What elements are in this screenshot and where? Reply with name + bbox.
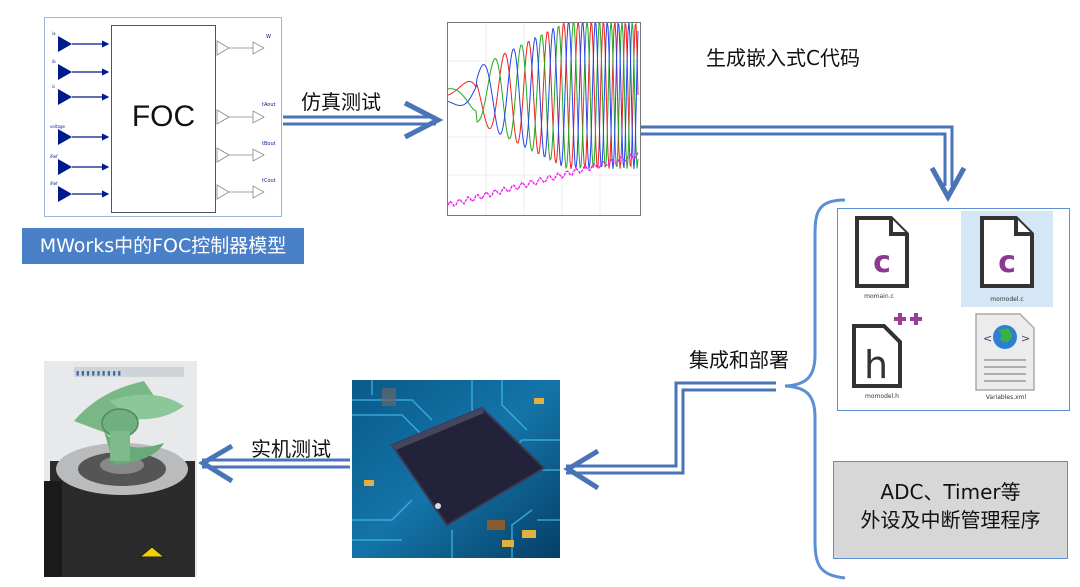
peripheral-line-1: ADC、Timer等 xyxy=(880,480,1021,504)
input-label-3: ic xyxy=(52,84,55,89)
output-port-4 xyxy=(216,184,265,200)
peripheral-box xyxy=(833,461,1068,559)
file-name-momodel-h: momodel.h xyxy=(865,393,899,400)
output-label-4: tCout xyxy=(262,178,276,184)
svg-text:c: c xyxy=(998,245,1016,280)
step-simulate-label: 仿真测试 xyxy=(301,90,381,114)
arrow-files-to-chip xyxy=(563,381,776,491)
input-label-5: iRef xyxy=(50,154,58,159)
input-port-6 xyxy=(58,186,110,202)
chip-photo xyxy=(352,380,560,558)
input-port-4 xyxy=(58,129,110,145)
curly-brace xyxy=(784,198,846,580)
file-name-momain-c: momain.c xyxy=(864,293,894,300)
output-label-2: tAout xyxy=(262,102,276,108)
svg-text:h: h xyxy=(864,343,888,387)
input-label-6: iRef xyxy=(50,181,58,186)
simulation-waveforms xyxy=(447,20,640,215)
input-port-1 xyxy=(58,36,110,52)
xml-file-icon[interactable]: < > xyxy=(970,312,1040,392)
cpp-header-icon[interactable]: h xyxy=(846,310,926,390)
phase-a-wave xyxy=(447,21,639,169)
step-hardware-test-label: 实机测试 xyxy=(251,437,331,461)
output-port-3 xyxy=(216,147,265,163)
file-name-momodel-c: momodel.c xyxy=(990,296,1024,303)
svg-text:▮ ▮ ▮ ▮ ▮ ▮ ▮ ▮ ▮: ▮ ▮ ▮ ▮ ▮ ▮ ▮ ▮ ▮ xyxy=(76,370,121,377)
motor-with-fan-photo: ▮ ▮ ▮ ▮ ▮ ▮ ▮ ▮ ▮ xyxy=(44,361,197,577)
peripheral-text: ADC、Timer等 外设及中断管理程序 xyxy=(833,478,1068,534)
input-label-4: voltage xyxy=(50,124,65,129)
peripheral-line-2: 外设及中断管理程序 xyxy=(860,508,1041,532)
c-file-icon[interactable]: c xyxy=(851,215,911,290)
input-port-3 xyxy=(58,89,110,105)
model-caption: MWorks中的FOC控制器模型 xyxy=(22,228,304,264)
step-codegen-label: 生成嵌入式C代码 xyxy=(706,46,860,70)
speed-trace xyxy=(447,152,639,207)
simulation-plot xyxy=(447,20,641,216)
phase-c-wave xyxy=(447,21,639,169)
arrow-chip-to-motor xyxy=(198,443,350,484)
arrow-sim-to-files xyxy=(641,125,967,203)
svg-text:<: < xyxy=(983,332,992,345)
phase-b-wave xyxy=(447,20,639,169)
arrow-model-to-sim xyxy=(283,100,444,140)
output-port-1 xyxy=(216,40,265,56)
output-port-2 xyxy=(216,109,265,125)
foc-block-label: FOC xyxy=(131,100,196,133)
output-label-1: W xyxy=(266,34,271,40)
svg-text:>: > xyxy=(1021,332,1030,345)
input-port-5 xyxy=(58,159,110,175)
input-port-2 xyxy=(58,64,110,80)
step-integrate-label: 集成和部署 xyxy=(689,348,789,372)
svg-text:c: c xyxy=(873,245,891,280)
foc-block xyxy=(111,25,216,213)
input-label-2: ib xyxy=(52,59,56,64)
file-name-variables-xml: Variables.xml xyxy=(985,394,1027,401)
output-label-3: tBout xyxy=(262,141,276,147)
input-label-1: ia xyxy=(52,31,56,36)
c-file-icon[interactable]: c xyxy=(976,215,1036,290)
